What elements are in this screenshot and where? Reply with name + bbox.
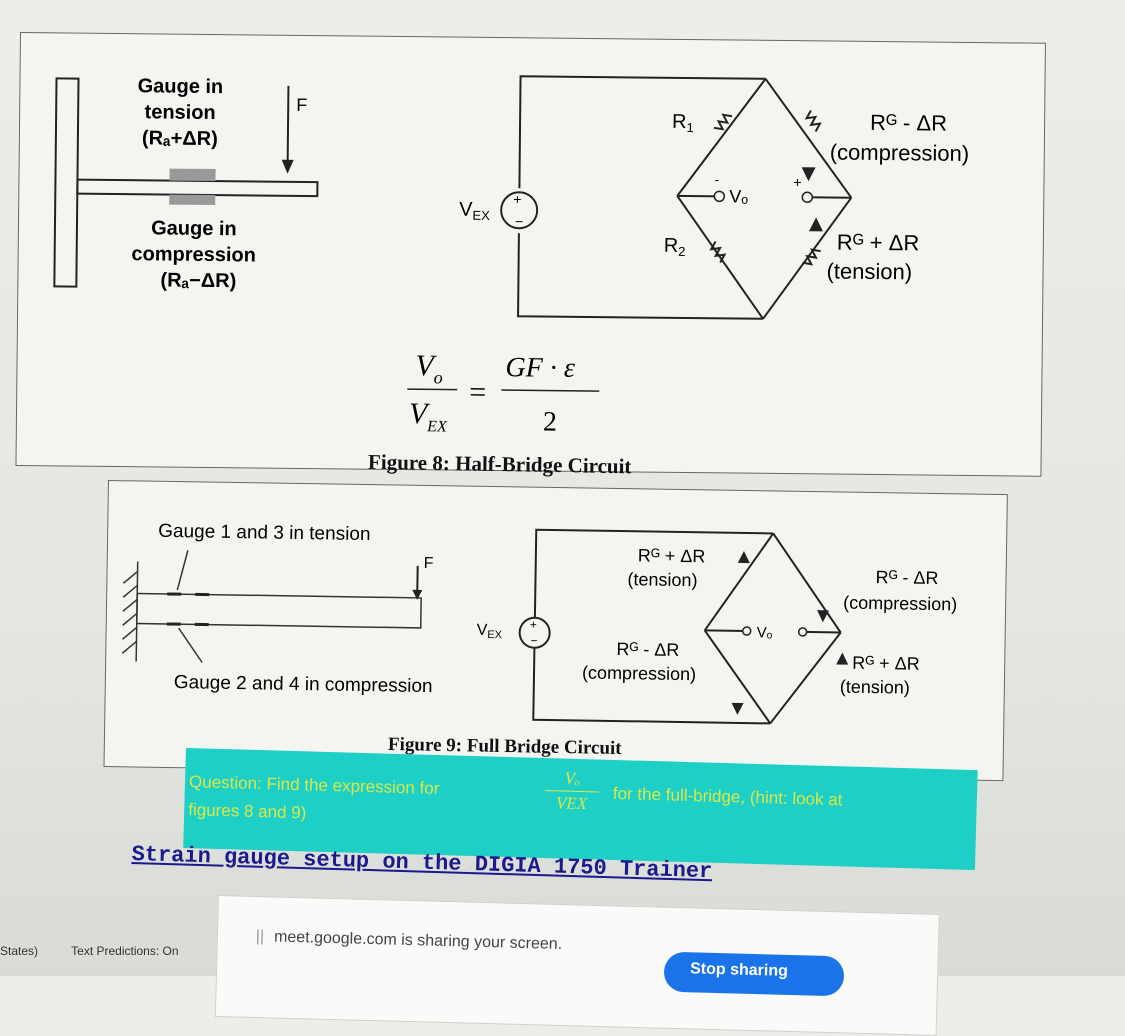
compression-label: (compression): [830, 139, 970, 165]
rg-plus-label: Rᴳ + ΔR: [837, 230, 920, 256]
question-fraction: Vₒ VEX: [544, 768, 599, 814]
rg-minus-label: Rᴳ - ΔR: [870, 110, 947, 136]
rg-plus-arrow: [809, 217, 823, 231]
svg-text:Vo: Vo: [415, 349, 443, 387]
gauge2-arrow: [817, 610, 829, 622]
svg-text:+: +: [530, 618, 537, 632]
svg-text:VEX: VEX: [409, 397, 448, 435]
force-label: F: [296, 95, 307, 115]
vo-label-9: Vₒ: [757, 624, 773, 641]
force-arrow-head: [282, 160, 294, 174]
rg-minus-gauge: [804, 110, 822, 131]
gauge4-arrow: [731, 703, 743, 715]
rg-plus-gauge: [802, 246, 820, 267]
compression-label-bottom: (compression): [582, 662, 696, 684]
figure-9-drawing: Gauge 1 and 3 in tension Gauge 2 and 4 i…: [105, 481, 1007, 780]
pause-icon: ||: [256, 928, 265, 945]
svg-text:=: =: [469, 376, 486, 409]
figure-8-panel: F Gauge in tension (Rₐ+ΔR) Gauge in comp…: [15, 32, 1045, 477]
vex-label: VEX: [459, 199, 490, 223]
gauge-tension-line2: tension: [144, 101, 215, 124]
svg-text:+: +: [793, 174, 801, 190]
rg-plus-label-right: Rᴳ + ΔR: [852, 653, 920, 674]
force-label-9: F: [424, 555, 434, 572]
rg-minus-label-bottom: Rᴳ - ΔR: [616, 639, 679, 660]
tension-label: (tension): [826, 258, 912, 284]
stop-sharing-button[interactable]: Stop sharing: [664, 952, 845, 997]
gauge-compression-label: Gauge 2 and 4 in compression: [174, 672, 433, 697]
question-text-end: for the full-bridge, (hint: look at: [613, 784, 843, 810]
cantilever-beam: [77, 180, 317, 197]
svg-text:GF · ε: GF · ε: [505, 352, 575, 384]
compression-label-right: (compression): [843, 593, 957, 615]
gauge-tension-label: Gauge 1 and 3 in tension: [158, 521, 371, 545]
gauge1-arrow: [738, 551, 750, 563]
gauge-tension-line3: (Rₐ+ΔR): [142, 127, 218, 150]
vex-label-9: VEX: [477, 622, 503, 641]
gauge-compression-line2: compression: [131, 243, 256, 266]
gauge-compression-line3: (Rₐ−ΔR): [160, 269, 236, 292]
rg-minus-arrow: [801, 167, 815, 181]
vo-label: Vₒ: [729, 186, 748, 206]
gauge3-arrow: [836, 652, 848, 664]
hatched-wall: [122, 561, 138, 661]
gauge-tension-line1: Gauge in: [138, 75, 224, 98]
r2-label: R2: [664, 235, 686, 259]
r1-label: R1: [672, 111, 694, 135]
force-arrow: [288, 86, 289, 164]
half-bridge-equation: Vo VEX = GF · ε 2: [407, 349, 600, 438]
gauge-compression-line1: Gauge in: [151, 217, 237, 240]
rg-plus-label-top: Rᴳ + ΔR: [638, 545, 706, 566]
status-bar: States) Text Predictions: On: [0, 944, 209, 958]
figure-8-caption: Figure 8: Half-Bridge Circuit: [368, 450, 632, 480]
language-status[interactable]: States): [0, 944, 38, 958]
vo-terminal-plus: [802, 192, 812, 202]
svg-text:2: 2: [543, 406, 557, 437]
question-text-start: Question: Find the expression for: [189, 772, 440, 799]
r1-resistor: [714, 112, 732, 133]
svg-text:-: -: [714, 171, 719, 187]
question-text-hint: figures 8 and 9): [188, 800, 307, 823]
tension-label-right: (tension): [840, 677, 910, 698]
vo-terminal-minus: [714, 191, 724, 201]
compression-gauge: [169, 195, 215, 205]
figure-8-drawing: F Gauge in tension (Rₐ+ΔR) Gauge in comp…: [16, 33, 1044, 476]
svg-text:+: +: [513, 191, 521, 207]
svg-text:−: −: [515, 213, 523, 229]
text-predictions-status[interactable]: Text Predictions: On: [71, 944, 178, 958]
rg-minus-label-right: Rᴳ - ΔR: [875, 567, 938, 588]
tension-label-top: (tension): [627, 569, 697, 590]
tension-gauge: [169, 169, 215, 181]
wall: [54, 78, 78, 286]
svg-text:−: −: [530, 634, 537, 648]
